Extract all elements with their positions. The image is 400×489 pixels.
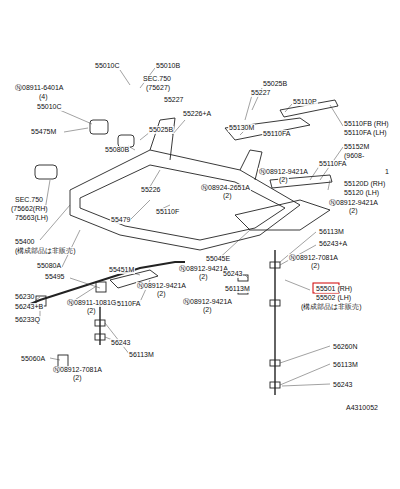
part-callout: Ⓝ08912-9421A: [136, 282, 187, 290]
part-callout: (2): [86, 307, 97, 315]
part-callout: 55110FA: [262, 130, 292, 138]
part-callout: 55501 (RH): [315, 285, 353, 293]
part-callout: (構成部品は非販売): [300, 303, 363, 311]
part-callout: (9608-: [343, 152, 365, 160]
part-callout: 55110FB (RH): [343, 120, 390, 128]
part-callout: 55502 (LH): [315, 294, 352, 302]
part-callout: (構成部品は非販売): [14, 247, 77, 255]
crossmember-inner: [80, 165, 285, 240]
part-callout: 55010B: [155, 62, 181, 70]
part-callout: 55110FA (LH): [343, 129, 388, 137]
stabilizer-link: [274, 250, 275, 395]
part-callout: 55110P: [292, 98, 318, 106]
part-callout: 56243: [222, 270, 243, 278]
part-callout: (2): [310, 262, 321, 270]
rear-link: [270, 175, 332, 188]
part-callout: 56243+B: [14, 303, 44, 311]
part-callout: 55045E: [205, 255, 231, 263]
part-callout: (75627): [145, 84, 171, 92]
part-callout: Ⓝ08912-7081A: [288, 254, 339, 262]
part-callout: 55226: [140, 186, 161, 194]
part-callout: (2): [222, 192, 233, 200]
part-callout: 56243: [332, 381, 353, 389]
crossmember: [70, 150, 300, 250]
part-callout: 55120D (RH): [343, 180, 386, 188]
link-bushing: [270, 262, 280, 268]
link-bushing: [270, 382, 280, 388]
part-callout: 56113M: [332, 361, 359, 369]
part-callout: (2): [72, 374, 83, 382]
part-callout: (2): [198, 273, 209, 281]
part-callout: 55025B: [148, 126, 174, 134]
part-callout: (2): [348, 207, 359, 215]
part-callout: 55110FA: [318, 160, 348, 168]
part-callout: 56243: [110, 339, 131, 347]
part-callout: 75663(LH): [14, 214, 49, 222]
part-callout: Ⓝ08912-9421A: [182, 298, 233, 306]
part-callout: 55227: [250, 89, 271, 97]
part-callout: Ⓝ08924-2651A: [200, 184, 251, 192]
part-callout: (4): [38, 93, 49, 101]
part-callout: 55025B: [262, 80, 288, 88]
part-callout: (75662(RH): [10, 205, 49, 213]
part-callout: Ⓝ08912-7081A: [52, 366, 103, 374]
part-callout: Ⓝ08912-9421A: [258, 168, 309, 176]
part-callout: 55479: [110, 216, 131, 224]
link-bushing: [270, 360, 280, 366]
part-callout: 55010C: [94, 62, 121, 70]
part-callout: 56243+A: [318, 240, 348, 248]
part-callout: 55152M: [343, 143, 370, 151]
mount-bracket: [35, 165, 57, 179]
link-bushing: [270, 300, 280, 306]
part-callout: A4310052: [345, 404, 379, 412]
part-callout: SEC.750: [14, 196, 44, 204]
part-callout: SEC.750: [142, 75, 172, 83]
part-callout: Ⓝ08911-6401A: [14, 84, 65, 92]
part-callout: 55495: [44, 273, 65, 281]
part-callout: 55060A: [20, 355, 46, 363]
part-callout: Ⓝ08912-9421A: [328, 199, 379, 207]
leader-lines: [36, 68, 343, 386]
part-callout: 56113M: [318, 228, 345, 236]
part-callout: (2): [156, 290, 167, 298]
link-bushing: [95, 334, 105, 340]
part-callout: 55010C: [36, 103, 63, 111]
upper-arm: [225, 118, 310, 140]
part-callout: 55080B: [104, 146, 130, 154]
part-callout: 55226+A: [182, 110, 212, 118]
part-callout: 56233Q: [14, 316, 41, 324]
part-callout: 55451M: [108, 266, 135, 274]
part-callout: 55475M: [30, 128, 57, 136]
part-callout: 55120 (LH): [343, 189, 380, 197]
part-callout: 56260N: [332, 343, 359, 351]
part-callout: 56113M: [128, 351, 155, 359]
part-callout: Ⓝ08911-1081G: [66, 299, 117, 307]
part-callout: 56230: [14, 293, 35, 301]
part-callout: (2): [278, 176, 289, 184]
link-bushing: [95, 320, 105, 326]
part-callout: 56113M: [224, 285, 251, 293]
part-callout: 55227: [163, 96, 184, 104]
part-callout: 55130M: [228, 124, 255, 132]
mount-bushing: [90, 120, 108, 134]
part-callout: 55400: [14, 238, 35, 246]
part-callout: 55080A: [36, 262, 62, 270]
part-callout: (2): [202, 306, 213, 314]
part-callout: 1: [384, 168, 390, 176]
part-callout: 55110F: [155, 208, 180, 216]
lower-arm: [235, 200, 330, 230]
